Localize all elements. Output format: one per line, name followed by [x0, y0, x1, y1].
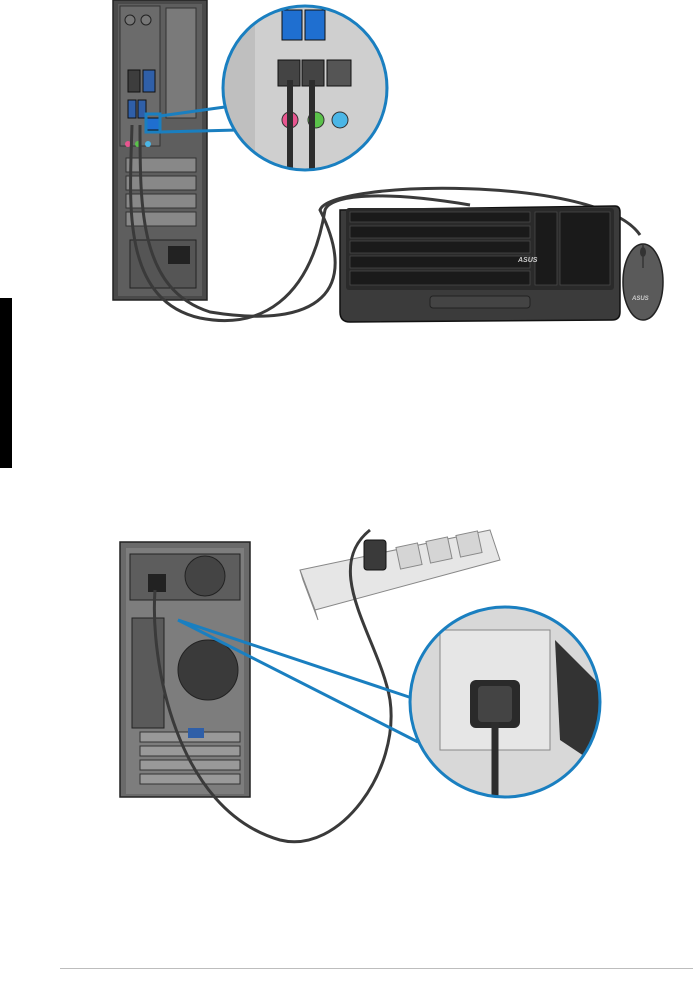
sff-desktop-rear [113, 0, 207, 300]
footer-rule [60, 968, 693, 969]
figure-2-illustration [0, 510, 693, 850]
figure-keyboard-mouse-connection: ASUS ASUS [0, 0, 693, 340]
port-zoom-callout [220, 0, 390, 180]
tower-rear [120, 542, 250, 797]
mouse: ASUS [623, 244, 663, 320]
figure-power-connection [0, 510, 693, 850]
power-strip [300, 530, 500, 620]
mouse-logo: ASUS [631, 296, 649, 302]
power-zoom-callout [405, 605, 605, 805]
figure-1-illustration: ASUS ASUS [0, 0, 693, 340]
keyboard: ASUS [340, 206, 620, 322]
keyboard-logo: ASUS [517, 257, 538, 264]
